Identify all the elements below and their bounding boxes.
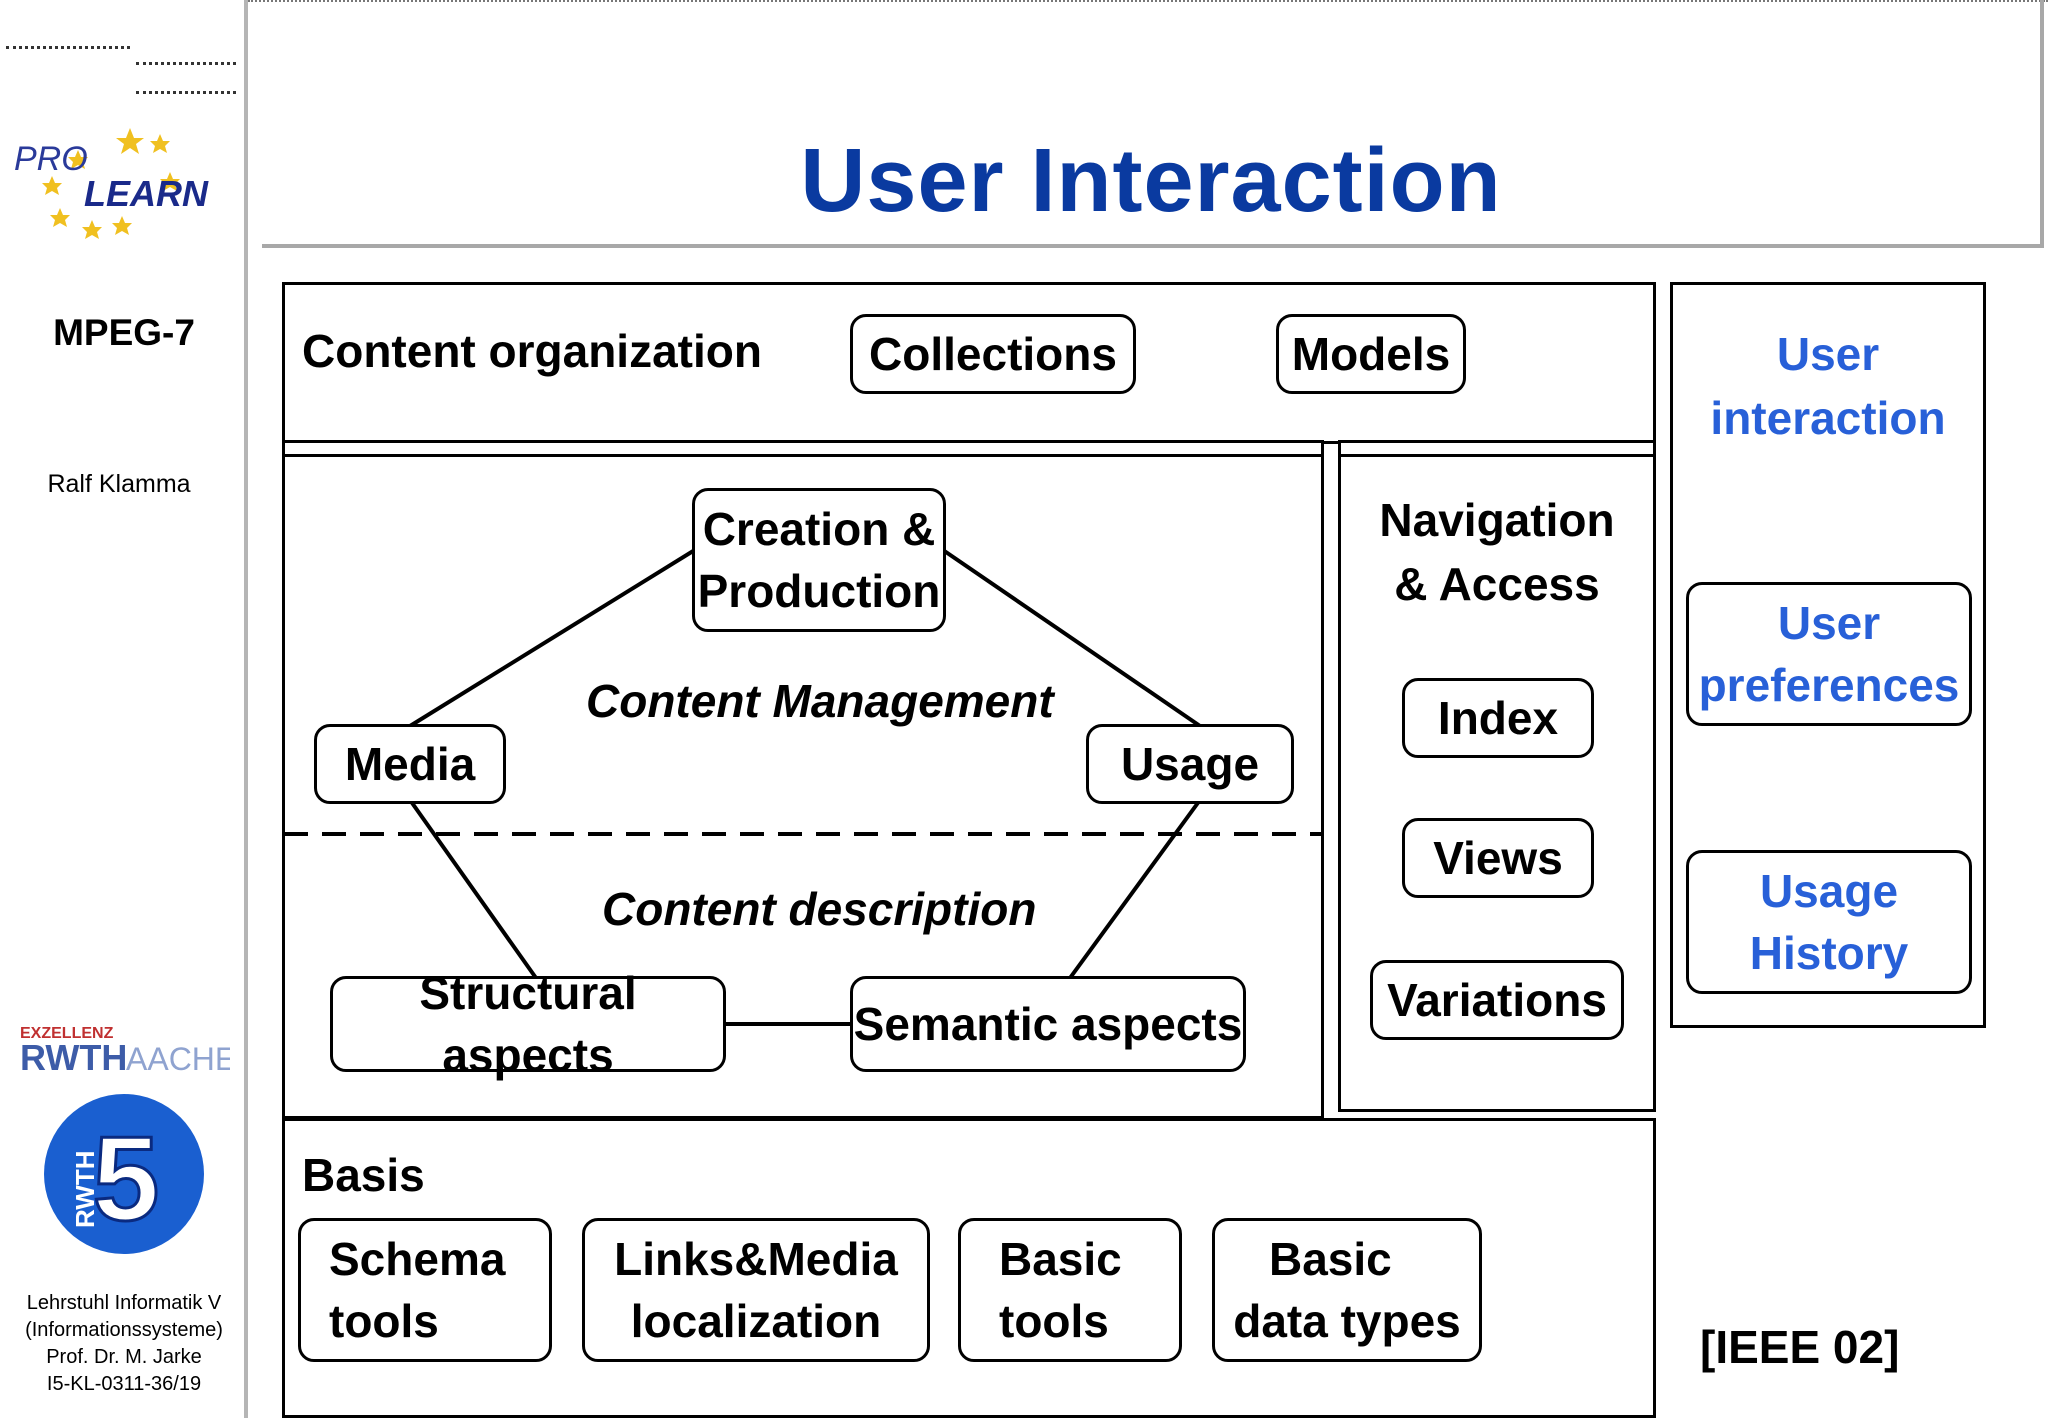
chair-line: Prof. Dr. M. Jarke bbox=[46, 1346, 202, 1368]
basic-tools-line: tools bbox=[999, 1295, 1109, 1347]
basic-tools-box: Basic tools bbox=[958, 1218, 1182, 1362]
variations-box: Variations bbox=[1370, 960, 1624, 1040]
usage-history-box: Usage History bbox=[1686, 850, 1972, 994]
slide-title: User Interaction bbox=[800, 131, 1502, 231]
content-description-label: Content description bbox=[602, 883, 1037, 935]
user-interaction-title-line: User bbox=[1776, 328, 1880, 380]
creation-production-box: Creation & Production bbox=[692, 488, 946, 632]
semantic-aspects-box: Semantic aspects bbox=[850, 976, 1246, 1072]
creation-production-line: Production bbox=[697, 565, 941, 617]
media-box: Media bbox=[314, 724, 506, 804]
content-management-label: Content Management bbox=[586, 675, 1054, 727]
chair-info: Lehrstuhl Informatik V (Informationssyst… bbox=[0, 1290, 248, 1398]
i5-logo: 5 RWTH bbox=[44, 1094, 204, 1254]
title-rule bbox=[262, 244, 2042, 248]
title-rule bbox=[2040, 0, 2044, 248]
navigation-title: Navigation & Access bbox=[1338, 488, 1656, 616]
user-interaction-title: User interaction bbox=[1670, 322, 1986, 450]
user-preferences-box: User preferences bbox=[1686, 582, 1972, 726]
sidebar: PRO LEARN MPEG-7 Ralf Klamma EXZELLENZ R… bbox=[0, 0, 248, 1418]
prolearn-logo-text: LEARN bbox=[84, 173, 209, 214]
models-box: Models bbox=[1276, 314, 1466, 394]
user-preferences-line: User bbox=[1777, 597, 1881, 649]
views-box: Views bbox=[1402, 818, 1594, 898]
rwth-logo-text: RWTH bbox=[20, 1037, 127, 1074]
navigation-title-line: & Access bbox=[1394, 558, 1600, 610]
sidebar-dots bbox=[6, 46, 130, 59]
chair-line: (Informationssysteme) bbox=[25, 1319, 223, 1341]
author-name: Ralf Klamma bbox=[47, 470, 191, 498]
index-box: Index bbox=[1402, 678, 1594, 758]
links-media-box: Links&Media localization bbox=[582, 1218, 930, 1362]
rwth-logo-text: AACHEN bbox=[126, 1041, 230, 1074]
basic-data-types-line: Basic bbox=[1269, 1233, 1392, 1285]
usage-history-line: History bbox=[1749, 927, 1909, 979]
reference-citation: [IEEE 02] bbox=[1700, 1321, 1900, 1373]
collections-box: Collections bbox=[850, 314, 1136, 394]
sidebar-dots bbox=[136, 62, 236, 94]
prolearn-logo-text: PRO bbox=[14, 140, 88, 178]
usage-history-line: Usage bbox=[1759, 865, 1899, 917]
rwth-logo: EXZELLENZ RWTH AACHEN bbox=[20, 1025, 230, 1074]
frame-border bbox=[248, 0, 2048, 4]
basis-label: Basis bbox=[302, 1149, 425, 1201]
schema-tools-line: Schema bbox=[329, 1233, 506, 1285]
links-media-line: Links&Media bbox=[614, 1233, 898, 1285]
basic-data-types-box: Basic data types bbox=[1212, 1218, 1482, 1362]
usage-box: Usage bbox=[1086, 724, 1294, 804]
chair-line: Lehrstuhl Informatik V bbox=[26, 1292, 222, 1314]
user-interaction-title-line: interaction bbox=[1710, 392, 1946, 444]
i5-logo-text: 5 bbox=[93, 1112, 160, 1246]
schema-tools-box: Schema tools bbox=[298, 1218, 552, 1362]
chair-line: I5-KL-0311-36/19 bbox=[46, 1373, 202, 1395]
content-organization-label: Content organization bbox=[302, 325, 762, 377]
creation-production-line: Creation & bbox=[702, 503, 936, 555]
structural-aspects-box: Structural aspects bbox=[330, 967, 726, 1081]
basic-data-types-line: data types bbox=[1233, 1295, 1461, 1347]
user-preferences-line: preferences bbox=[1698, 659, 1960, 711]
rwth-logo-text: EXZELLENZ bbox=[20, 1025, 114, 1042]
links-media-line: localization bbox=[630, 1295, 882, 1347]
basic-tools-line: Basic bbox=[999, 1233, 1122, 1285]
i5-logo-text: RWTH bbox=[70, 1150, 100, 1228]
prolearn-logo: PRO LEARN bbox=[14, 128, 209, 239]
schema-tools-line: tools bbox=[329, 1295, 439, 1347]
topic-label: MPEG-7 bbox=[53, 312, 195, 353]
navigation-title-line: Navigation bbox=[1379, 494, 1615, 546]
